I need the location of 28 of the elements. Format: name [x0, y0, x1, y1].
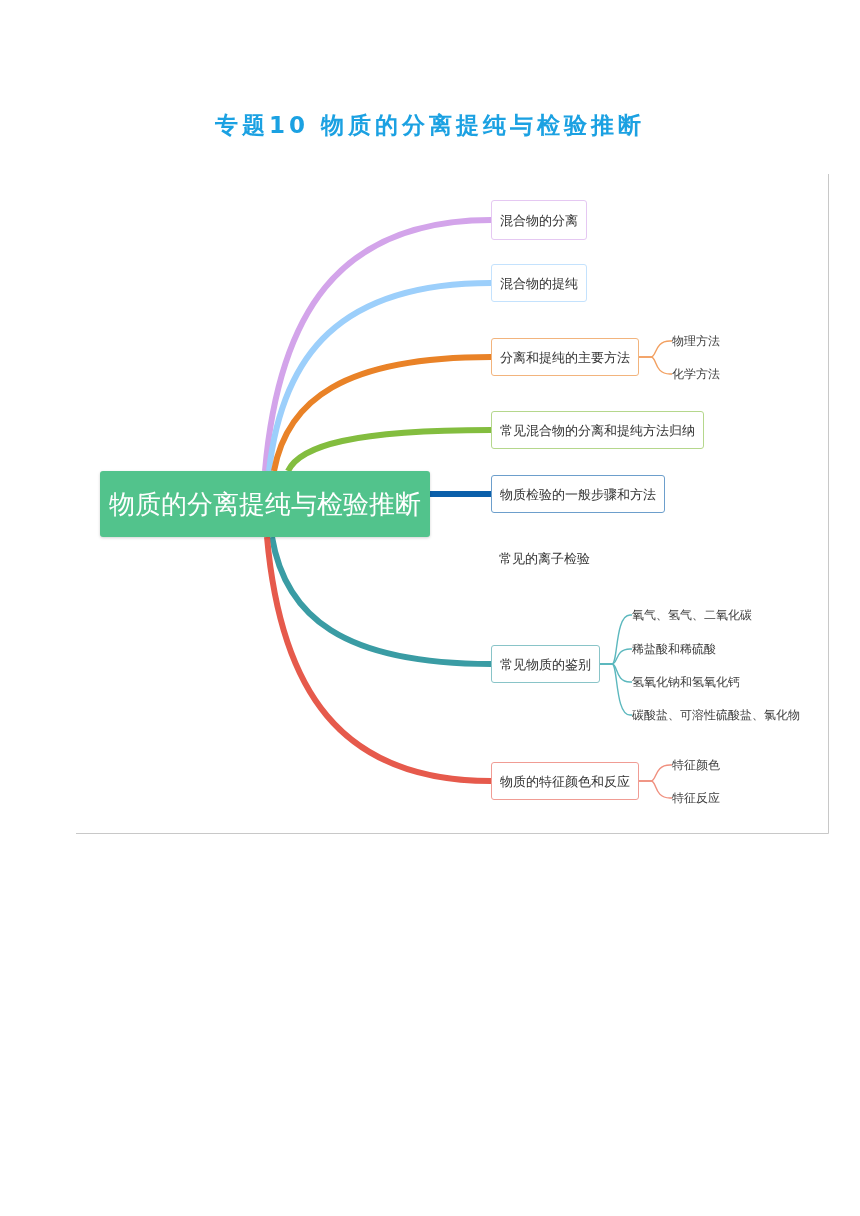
branch-line: [430, 491, 491, 497]
connector-line: [638, 780, 673, 799]
topic-box: 物质检验的一般步骤和方法: [491, 475, 665, 513]
topic-box: 分离和提纯的主要方法: [491, 338, 639, 376]
branch-line: [262, 217, 492, 472]
subtopic-text: 稀盐酸和稀硫酸: [632, 640, 716, 658]
topic-text: 常见的离子检验: [499, 550, 590, 568]
central-topic-box: 物质的分离提纯与检验推断: [100, 471, 430, 537]
topic-box: 混合物的提纯: [491, 264, 587, 302]
topic-box: 常见物质的鉴别: [491, 645, 600, 683]
connector-line: [599, 663, 633, 716]
branch-line: [269, 536, 492, 667]
title: 专题10 物质的分离提纯与检验推断: [214, 111, 646, 140]
subtopic-text: 氢氧化钠和氢氧化钙: [632, 673, 740, 691]
subtopic-text: 化学方法: [672, 365, 720, 383]
branch-line: [285, 427, 492, 473]
subtopic-text: 特征颜色: [672, 756, 720, 774]
subtopic-text: 物理方法: [672, 332, 720, 350]
branch-line: [264, 536, 492, 784]
connector-line: [638, 356, 673, 375]
topic-box: 常见混合物的分离和提纯方法归纳: [491, 411, 704, 449]
topic-box: 物质的特征颜色和反应: [491, 762, 639, 800]
topic-box: 混合物的分离: [491, 200, 587, 240]
subtopic-text: 氧气、氢气、二氧化碳: [632, 606, 752, 624]
branch-line: [266, 280, 492, 472]
subtopic-text: 碳酸盐、可溶性硫酸盐、氯化物: [632, 706, 800, 724]
subtopic-text: 特征反应: [672, 789, 720, 807]
branch-line: [271, 354, 492, 472]
